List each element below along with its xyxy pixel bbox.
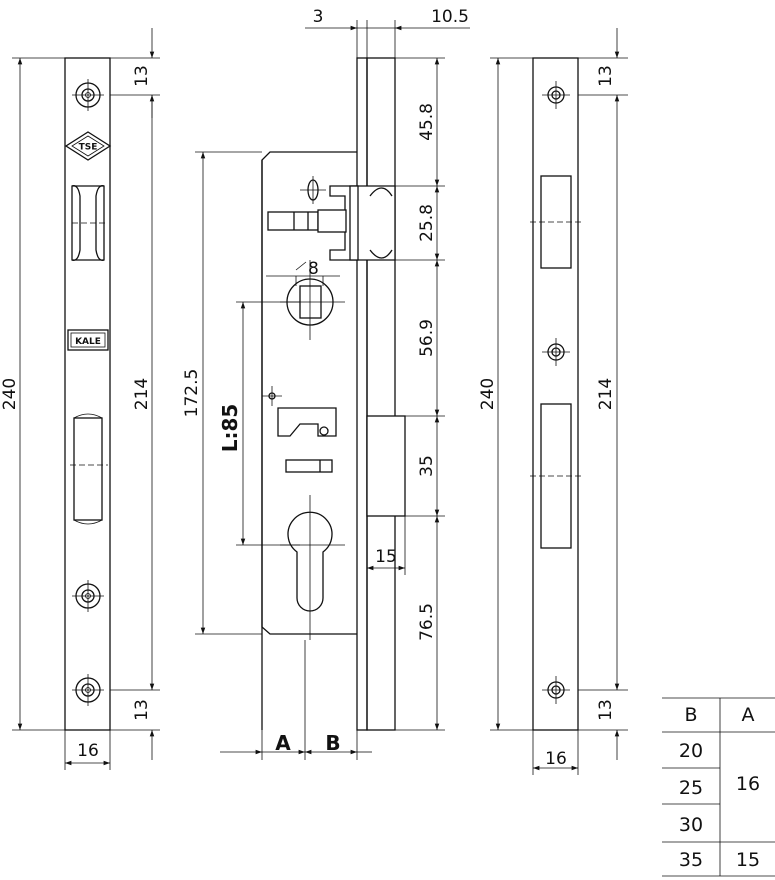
dim-10-5: 10.5 (431, 7, 469, 27)
screw-hole-icon (542, 338, 570, 366)
table-header-a: A (742, 704, 755, 726)
dim-56-9: 56.9 (417, 319, 437, 357)
table-cell-b-35: 35 (679, 849, 703, 871)
label-a: A (275, 731, 291, 755)
bolt-slot (70, 413, 108, 525)
right-top-13: 13 (596, 65, 616, 87)
right-strike-plate (530, 57, 582, 731)
screw-hole-icon (72, 79, 104, 111)
right-height-214: 214 (596, 378, 616, 410)
left-height-214: 214 (132, 378, 152, 410)
screw-hole-icon (542, 81, 570, 109)
dim-76-5: 76.5 (417, 603, 437, 641)
table-cell-b-20: 20 (679, 740, 703, 762)
kale-logo: KALE (67, 329, 109, 351)
pin-crosshair-icon (300, 176, 326, 204)
table-cell-b-30: 30 (679, 814, 703, 836)
left-top-13: 13 (132, 65, 152, 87)
dim-35: 35 (417, 455, 437, 477)
latch-slot (71, 185, 106, 261)
right-width-16: 16 (545, 749, 567, 769)
table-cell-b-25: 25 (679, 777, 703, 799)
left-width-16: 16 (77, 741, 99, 761)
left-height-240: 240 (0, 378, 20, 410)
table-header-b: B (684, 704, 697, 726)
dim-15: 15 (375, 547, 397, 567)
left-faceplate: TSE KALE (64, 57, 112, 731)
right-dimension-lines (490, 28, 628, 775)
dim-l85: L:85 (218, 404, 242, 453)
dim-172-5: 172.5 (182, 369, 202, 418)
right-bottom-13: 13 (596, 699, 616, 721)
size-table (662, 697, 775, 877)
left-dimension-lines (12, 28, 160, 770)
table-cell-a-15: 15 (736, 849, 760, 871)
screw-hole-icon (72, 674, 104, 706)
cylinder-hole-icon (280, 495, 345, 640)
table-cell-a-16: 16 (736, 773, 760, 795)
dim-3: 3 (313, 7, 324, 27)
center-dimension-lines (195, 20, 470, 755)
dim-25-8: 25.8 (417, 204, 437, 242)
label-b: B (325, 731, 340, 755)
follower-square (266, 260, 345, 340)
left-bottom-13: 13 (132, 699, 152, 721)
kale-logo-text: KALE (75, 337, 101, 347)
dim-45-8: 45.8 (417, 103, 437, 141)
diameter-8: 8 (308, 259, 319, 279)
lock-body: 8 (261, 57, 406, 760)
screw-hole-icon (72, 580, 104, 612)
right-height-240: 240 (478, 378, 498, 410)
screw-hole-icon (542, 676, 570, 704)
tse-logo: TSE (64, 131, 112, 161)
crosshair-icon (262, 386, 282, 406)
tse-logo-text: TSE (79, 143, 98, 153)
